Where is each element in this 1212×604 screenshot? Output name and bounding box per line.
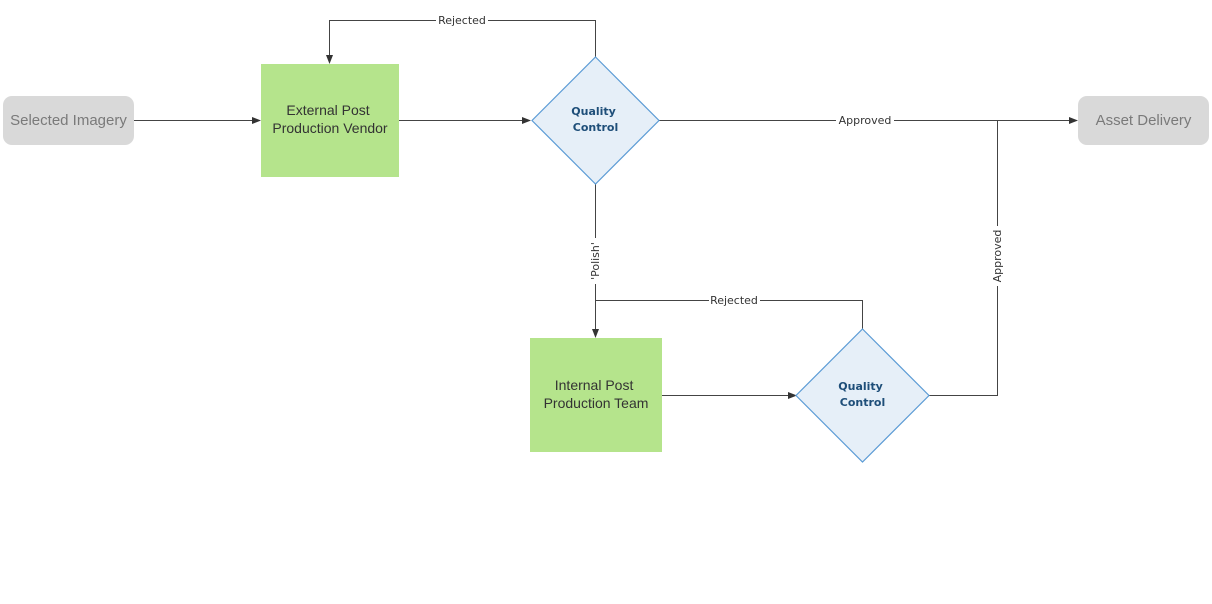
node-label-qc1-line1: Quality [571,105,616,118]
node-label-external-vendor-line2: Production Vendor [272,120,388,136]
node-label-qc2-line2: Control [840,396,885,409]
edge-qc1-rejected: Rejected [326,14,596,64]
node-label-internal-team-line2: Production Team [544,395,649,411]
edge-label-polish: 'Polish' [589,242,602,280]
svg-text:Quality Control: Quality Control [571,105,619,134]
edge-qc2-approved: Approved [929,120,1004,396]
edge-imagery-to-vendor [134,117,261,124]
node-external-vendor: External Post Production Vendor [261,64,399,177]
edge-qc1-polish: 'Polish' [589,184,602,338]
node-quality-control-2: Quality Control [795,328,930,463]
node-selected-imagery: Selected Imagery [3,96,134,145]
edge-label-approved-vertical: Approved [991,230,1004,283]
node-label-qc2-line1: Quality [838,380,883,393]
node-internal-team: Internal Post Production Team [530,338,662,452]
edge-label-rejected-bottom: Rejected [710,294,758,307]
edge-label-approved-main: Approved [839,114,892,127]
node-label-internal-team-line1: Internal Post [555,377,634,393]
node-label-asset-delivery: Asset Delivery [1096,112,1192,129]
node-label-external-vendor-line1: External Post [286,102,369,118]
node-asset-delivery: Asset Delivery [1078,96,1209,145]
svg-text:Quality Control: Quality Control [838,380,886,409]
node-quality-control-1: Quality Control [531,56,660,185]
edge-label-rejected-top: Rejected [438,14,486,27]
edge-team-to-qc2 [662,392,797,399]
edge-vendor-to-qc1 [399,117,531,124]
svg-text:External Post Production: External Post Production Vendor [272,102,388,136]
edge-qc2-rejected: Rejected [595,294,863,329]
node-label-qc1-line2: Control [573,121,618,134]
node-label-selected-imagery: Selected Imagery [10,112,127,129]
edge-qc1-approved: Approved [659,114,1078,127]
svg-text:Internal Post Production: Internal Post Production Team [544,377,649,411]
